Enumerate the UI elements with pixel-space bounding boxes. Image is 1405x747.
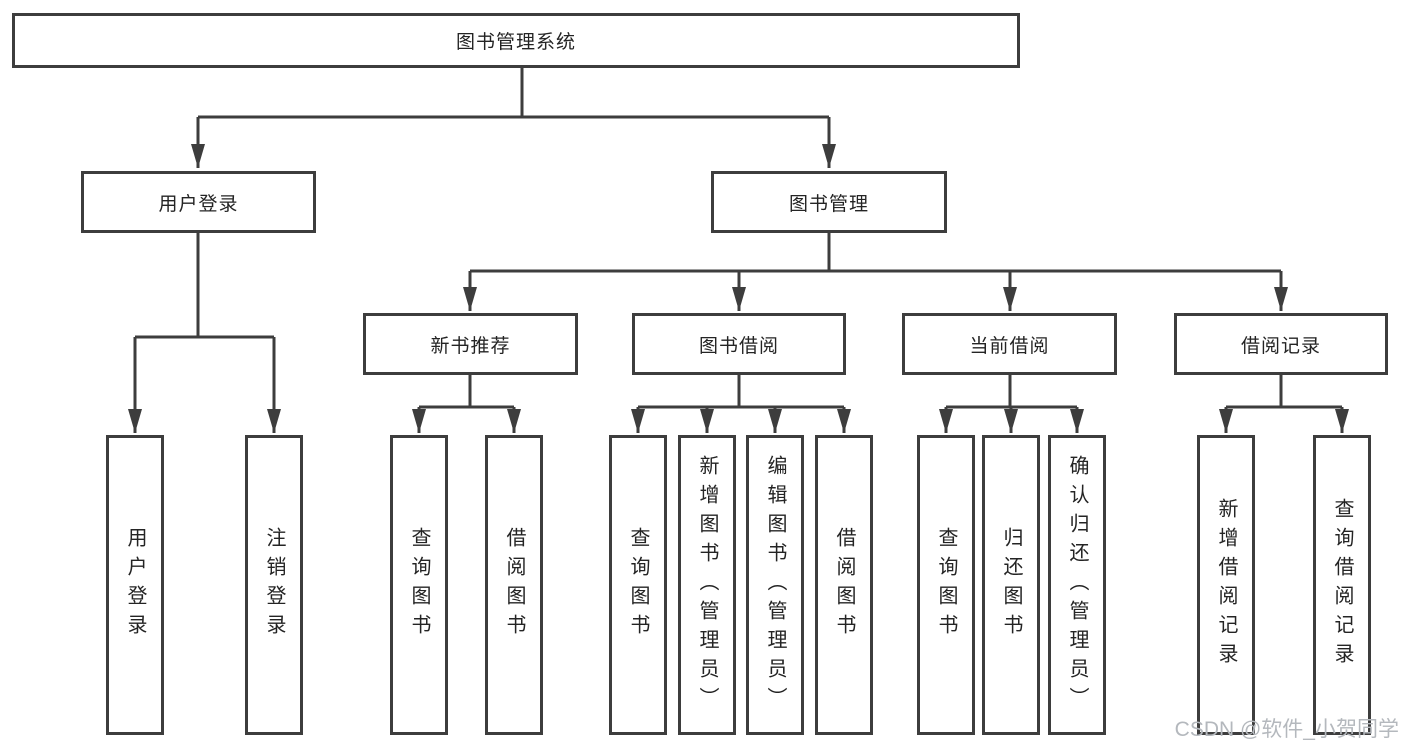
node-borrowing-records: 借阅记录 <box>1174 313 1388 375</box>
node-add-book-admin: 新增图书（管理员） <box>678 435 736 735</box>
node-label: 图书管理系统 <box>455 32 576 53</box>
node-current-borrowing: 当前借阅 <box>902 313 1117 375</box>
node-label: 新增借阅记录 <box>1215 498 1237 672</box>
node-label: 编辑图书（管理员） <box>764 454 786 716</box>
node-query-books-recommend: 查询图书 <box>390 435 448 735</box>
node-label: 图书借阅 <box>698 335 779 357</box>
node-label: 用户登录 <box>124 527 146 643</box>
node-add-borrow-record: 新增借阅记录 <box>1197 435 1255 735</box>
node-query-books-borrowing: 查询图书 <box>609 435 667 735</box>
node-label: 借阅图书 <box>833 527 855 643</box>
node-label: 图书管理 <box>788 193 869 215</box>
node-label: 查询图书 <box>408 527 430 643</box>
node-label: 借阅图书 <box>503 527 525 643</box>
node-label: 归还图书 <box>1000 527 1022 643</box>
node-label: 注销登录 <box>263 527 285 643</box>
node-query-borrow-record: 查询借阅记录 <box>1313 435 1371 735</box>
node-edit-book-admin: 编辑图书（管理员） <box>746 435 804 735</box>
node-label: 当前借阅 <box>969 335 1050 357</box>
node-label: 确认归还（管理员） <box>1066 454 1088 716</box>
node-label: 新增图书（管理员） <box>696 454 718 716</box>
node-logout: 注销登录 <box>245 435 303 735</box>
node-label: 借阅记录 <box>1240 335 1321 357</box>
node-library-management-system: 图书管理系统 <box>12 13 1020 68</box>
node-user-login-leaf: 用户登录 <box>106 435 164 735</box>
node-label: 查询图书 <box>627 527 649 643</box>
node-label: 新书推荐 <box>430 335 511 357</box>
node-book-management: 图书管理 <box>711 171 947 233</box>
node-borrow-books-borrowing: 借阅图书 <box>815 435 873 735</box>
node-borrow-books-recommend: 借阅图书 <box>485 435 543 735</box>
csdn-watermark: CSDN @软件_小贺同学 <box>1174 718 1399 741</box>
node-user-login: 用户登录 <box>81 171 316 233</box>
node-return-books: 归还图书 <box>982 435 1040 735</box>
node-label: 查询借阅记录 <box>1331 498 1353 672</box>
node-new-book-recommendation: 新书推荐 <box>363 313 578 375</box>
node-query-books-current: 查询图书 <box>917 435 975 735</box>
node-book-borrowing: 图书借阅 <box>632 313 846 375</box>
node-label: 查询图书 <box>935 527 957 643</box>
node-label: 用户登录 <box>158 193 239 215</box>
node-confirm-return-admin: 确认归还（管理员） <box>1048 435 1106 735</box>
